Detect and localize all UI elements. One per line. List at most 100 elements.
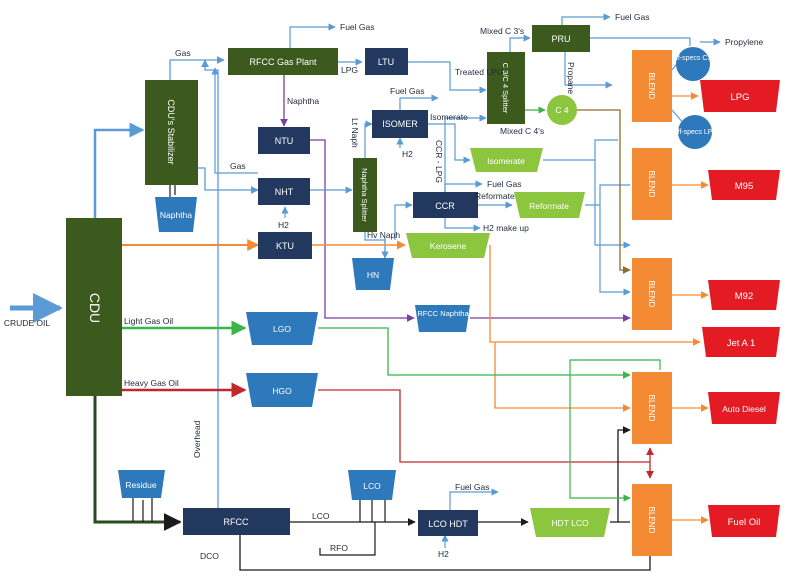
blend-m92: BLEND xyxy=(632,258,672,330)
pipe-lcohdt-fuelgas xyxy=(449,488,499,510)
naphtha-tank-label: Naphtha xyxy=(160,210,192,220)
label-h2-nht: H2 xyxy=(278,220,289,230)
product-fuel-oil: Fuel Oil xyxy=(708,505,780,537)
pipe-hdtlco-blends xyxy=(610,430,630,523)
label-fuel-gas-isomer: Fuel Gas xyxy=(390,86,425,96)
pipe-propane-blend xyxy=(564,52,613,89)
pipe-nht-gas xyxy=(211,67,258,174)
pipe-isomer-fuelgas xyxy=(399,94,439,110)
offspecs-c3-label: Off-specs C3= xyxy=(671,55,716,62)
isomerate-tank: Isomerate xyxy=(470,148,543,172)
pipe-hgo-blend xyxy=(318,389,654,479)
ktu-unit: KTU xyxy=(258,232,312,259)
product-auto-diesel-label: Auto Diesel xyxy=(722,404,766,414)
label-fuel-gas-ccr: Fuel Gas xyxy=(487,179,522,189)
pipe-gasplant-fuelgas xyxy=(289,23,336,48)
pipe-residue-taps xyxy=(132,498,153,522)
kerosene-label: Kerosene xyxy=(430,241,467,251)
lco-hdt-label: LCO HDT xyxy=(428,519,468,529)
naphtha-tank: Naphtha xyxy=(155,197,197,232)
label-mixed-c4: Mixed C 4's xyxy=(500,126,544,136)
label-crude-oil: CRUDE OIL xyxy=(4,318,51,328)
label-reformate-stream: Reformate xyxy=(475,191,515,201)
label-dco: DCO xyxy=(200,551,219,561)
pipe-rfo xyxy=(319,522,376,556)
blend-diesel: BLEND xyxy=(632,372,672,444)
hgo-tank-label: HGO xyxy=(272,386,292,396)
c3c4-splitter-unit: C 3/C 4 Splitter xyxy=(487,52,525,124)
pipe-ltnaph-isomer xyxy=(364,120,373,160)
rfcc-gas-plant-label: RFCC Gas Plant xyxy=(249,57,317,67)
label-fuel-gas-gasplant: Fuel Gas xyxy=(340,22,375,32)
product-lpg-label: LPG xyxy=(730,92,749,103)
pipe-lgo-blend xyxy=(318,327,631,379)
label-hv-naph: Hv Naph xyxy=(367,230,400,240)
label-fuel-gas-lcohdt: Fuel Gas xyxy=(455,482,490,492)
label-lt-naph: Lt Naph xyxy=(350,118,360,148)
pipe-stabilizer-to-nht xyxy=(198,167,259,194)
offspecs-c3-text: Off-specs C3= xyxy=(671,55,716,62)
product-m92: M92 xyxy=(708,280,780,310)
product-auto-diesel: Auto Diesel xyxy=(708,392,780,424)
pipe-lgo-fueloil xyxy=(569,359,661,498)
blend-fuel-oil-label: BLEND xyxy=(647,507,656,534)
pipe-ntu-rfccnaphtha xyxy=(310,139,415,322)
pru-label: PRU xyxy=(551,34,570,44)
pipe-cdu-to-stabilizer xyxy=(93,122,145,218)
isomer-label: ISOMER xyxy=(382,119,418,129)
label-propane: Propane xyxy=(566,62,576,94)
product-lpg: LPG xyxy=(700,80,780,112)
rfcc-naphtha-label: RFCC Naphtha xyxy=(417,309,469,318)
hdt-lco-label: HDT LCO xyxy=(551,518,589,528)
pipe-ltu-splitter xyxy=(408,61,487,94)
c4-sphere: C 4 xyxy=(547,95,577,125)
blend-m92-label: BLEND xyxy=(647,281,656,308)
pipe-kerosene-diesel xyxy=(494,342,631,412)
hn-tank: HN xyxy=(352,258,394,290)
label-mixed-c3: Mixed C 3's xyxy=(480,26,524,36)
cdu-label: CDU xyxy=(87,293,103,323)
label-gas-nht: Gas xyxy=(230,161,246,171)
blend-m95: BLEND xyxy=(632,148,672,220)
rfcc-label: RFCC xyxy=(224,517,249,527)
pipe-c4-blends xyxy=(575,109,631,274)
offspecs-lpg-label: Off-specs LPG xyxy=(672,129,718,136)
label-fuel-gas-pru: Fuel Gas xyxy=(615,12,650,22)
label-h2-make-up: H2 make up xyxy=(483,223,529,233)
reformate-label: Reformate xyxy=(529,201,569,211)
pipes xyxy=(10,13,721,571)
c3c4-splitter-label: C 3/C 4 Splitter xyxy=(501,63,510,114)
label-naphtha-stream: Naphtha xyxy=(287,96,319,106)
pipe-stabilizer-to-naphtha xyxy=(169,185,176,197)
isomerate-label: Isomerate xyxy=(487,156,525,166)
ccr-label: CCR xyxy=(435,201,455,211)
label-overhead: Overhead xyxy=(192,420,202,458)
offspecs-lpg-sphere: Off-specs LPG xyxy=(672,115,718,149)
label-treated-lpg-text: Treated LPG xyxy=(455,67,503,77)
label-crude-oil-text: CRUDE OIL xyxy=(4,318,51,328)
offspecs-lpg-text: Off-specs LPG xyxy=(672,129,718,136)
label-h2-isomer: H2 xyxy=(402,149,413,159)
naphtha-splitter-label: Naphtha Splitter xyxy=(360,168,369,222)
hn-tank-label: HN xyxy=(367,270,379,280)
lco-tank: LCO xyxy=(348,470,396,500)
label-treated-lpg: Treated LPG xyxy=(455,67,503,77)
product-m95-label: M95 xyxy=(735,181,753,192)
rfcc-naphtha-text: RFCC Naphtha xyxy=(417,309,469,318)
pipe-splitter-pru xyxy=(509,34,531,52)
product-jet-a1-label: Jet A 1 xyxy=(727,338,756,349)
pipe-isomer-isomerate xyxy=(428,123,471,164)
product-m92-label: M92 xyxy=(735,291,753,302)
nht-unit: NHT xyxy=(258,178,310,205)
pipe-hn-ccr xyxy=(384,205,412,258)
label-rfo: RFO xyxy=(330,543,348,553)
rfcc-unit: RFCC xyxy=(183,508,290,535)
stabilizer-label: CDU's Stabilizer xyxy=(166,99,176,164)
reformate-tank: Reformate xyxy=(514,192,585,218)
pipe-overhead xyxy=(201,59,219,510)
ntu-unit: NTU xyxy=(258,127,310,154)
isomer-unit: ISOMER xyxy=(372,110,428,138)
lco-hdt-unit: LCO HDT xyxy=(418,510,478,536)
label-propylene: Propylene xyxy=(725,37,764,47)
ntu-label: NTU xyxy=(275,136,294,146)
